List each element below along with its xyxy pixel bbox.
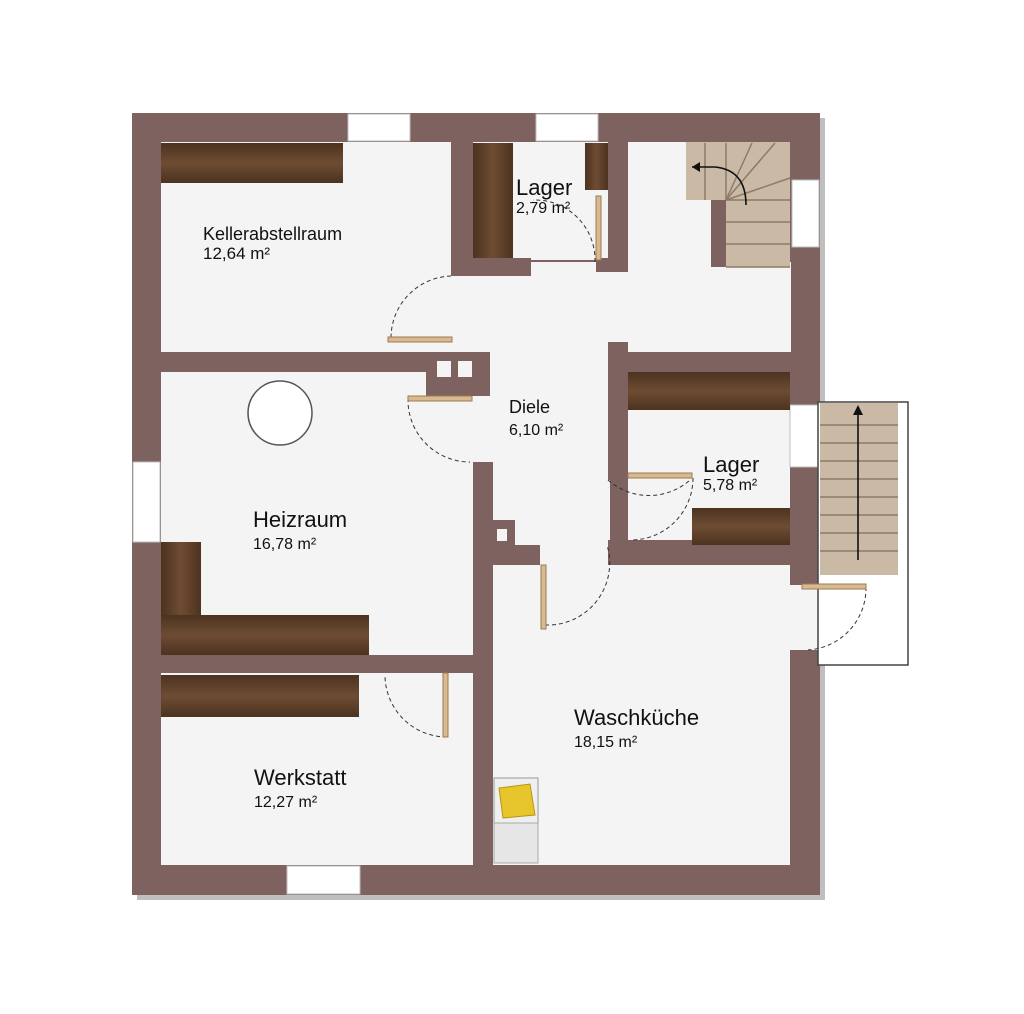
shelf-lager-right-top	[628, 372, 790, 410]
room-area: 2,79 m²	[516, 200, 571, 218]
room-label-waschkueche: Waschküche 18,15 m²	[574, 705, 700, 752]
room-label-diele: Diele 6,10 m²	[509, 397, 564, 439]
shelves	[161, 143, 790, 717]
room-area: 12,64 m²	[203, 243, 271, 263]
wall-heiz-wasch	[473, 462, 493, 865]
room-name: Waschküche	[574, 705, 700, 730]
window-bottom	[286, 865, 361, 895]
outer-staircase-icon	[817, 401, 909, 666]
room-name: Diele	[509, 397, 551, 417]
oil-tank-icon	[493, 777, 539, 864]
room-name: Werkstatt	[254, 765, 347, 790]
shelf-werkstatt	[161, 675, 359, 717]
shelf-keller	[161, 143, 343, 183]
door-swing-icon	[384, 195, 867, 738]
shelf-lager-right-bottom	[692, 508, 790, 545]
floor-diele-mid	[490, 352, 610, 542]
room-name: Kellerabstellraum	[203, 224, 343, 244]
room-label-lager-right: Lager 5,78 m²	[703, 452, 760, 495]
room-label-kellerabstellraum: Kellerabstellraum 12,64 m²	[203, 224, 343, 263]
wall-keller-heiz	[161, 352, 391, 372]
shelf-heiz-horizontal	[161, 615, 369, 655]
wall-heiz-werk	[161, 655, 383, 673]
wall-lager-right	[608, 142, 628, 272]
flue-2	[456, 359, 474, 379]
window-left	[132, 461, 161, 543]
shelf-lager-top-right	[585, 143, 608, 190]
windows	[132, 113, 821, 895]
wall-lager-bottom-left	[473, 258, 531, 276]
room-area: 18,15 m²	[574, 734, 638, 752]
staircase-icon	[686, 142, 791, 268]
window-right-top	[791, 179, 820, 248]
room-label-heizraum: Heizraum 16,78 m²	[253, 507, 348, 554]
room-area: 12,27 m²	[254, 794, 318, 812]
boiler-icon	[247, 380, 313, 446]
room-name: Lager	[516, 175, 573, 200]
wall-lager-right-left	[608, 342, 628, 480]
room-area: 16,78 m²	[253, 536, 317, 554]
wall-wasch-top	[493, 545, 540, 565]
window-top-left	[347, 113, 411, 142]
window-right-mid	[789, 404, 821, 468]
room-label-lager-top: Lager 2,79 m²	[516, 175, 573, 218]
room-area: 5,78 m²	[703, 477, 758, 495]
room-area: 6,10 m²	[509, 421, 564, 439]
room-name: Lager	[703, 452, 760, 477]
room-name: Heizraum	[253, 507, 348, 532]
shelf-heiz-vertical	[161, 542, 201, 617]
flue-3	[495, 527, 509, 543]
room-label-werkstatt: Werkstatt 12,27 m²	[254, 765, 347, 812]
floor-waschkueche	[490, 565, 790, 865]
wall-lager-left	[451, 142, 473, 276]
floor-waschkueche-door	[790, 585, 820, 650]
chimney-flues	[435, 359, 509, 543]
window-top-mid	[535, 113, 599, 142]
shelf-lager-top	[473, 143, 513, 258]
flue-1	[435, 359, 453, 379]
wall-heiz-werk-right	[447, 655, 477, 673]
wall-lager-right-top	[608, 352, 790, 372]
wall-stair-inner	[711, 200, 726, 267]
wall-right-stair	[790, 545, 820, 585]
